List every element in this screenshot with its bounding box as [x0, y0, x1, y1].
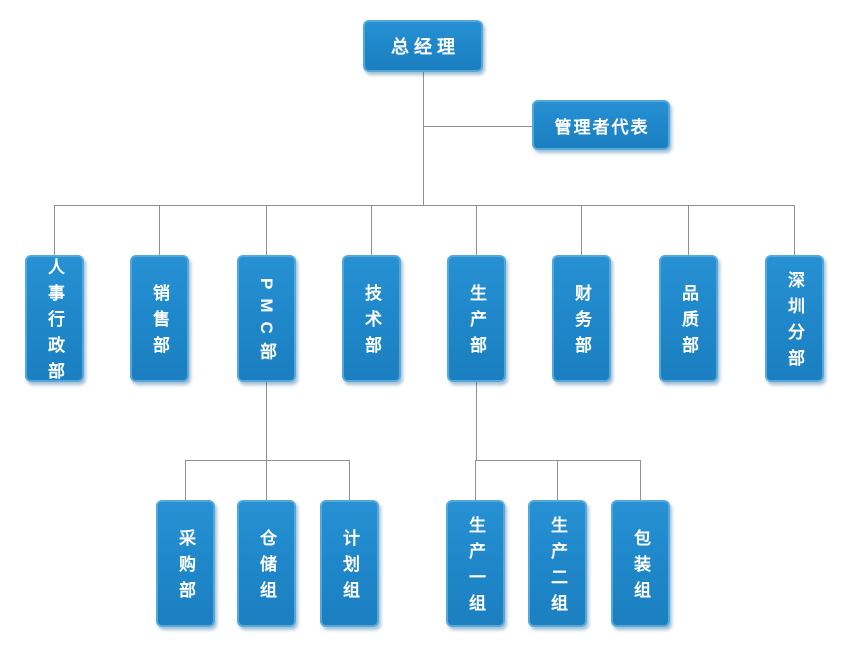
- org-node-hr-admin-dept[interactable]: 人事行政部: [25, 255, 84, 388]
- connector-drop-purchasing: [185, 460, 186, 500]
- connector-drop-sales: [159, 205, 160, 255]
- org-node-production-group-2[interactable]: 生产二组: [528, 500, 587, 627]
- org-node-label: 财务部: [572, 284, 591, 362]
- connector-management-rep: [423, 126, 533, 127]
- connector-drop-warehouse: [266, 460, 267, 500]
- connector-drop-production-2: [557, 460, 558, 500]
- org-node-technology-dept[interactable]: 技术部: [342, 255, 401, 382]
- connector-drop-finance: [581, 205, 582, 255]
- org-node-label: 生产部: [467, 284, 486, 362]
- connector-trunk: [423, 72, 424, 205]
- org-node-production-dept[interactable]: 生产部: [447, 255, 506, 382]
- connector-drop-pmc: [266, 205, 267, 255]
- connector-drop-shenzhen: [794, 205, 795, 255]
- org-node-general-manager[interactable]: 总经理: [363, 20, 483, 72]
- org-node-quality-dept[interactable]: 品质部: [659, 255, 718, 382]
- org-node-management-representative[interactable]: 管理者代表: [532, 100, 670, 150]
- org-node-label: 仓储组: [257, 529, 276, 607]
- org-node-planning-group[interactable]: 计划组: [320, 500, 379, 627]
- connector-pmc-bus: [185, 460, 350, 461]
- org-node-warehouse-group[interactable]: 仓储组: [237, 500, 296, 627]
- connector-drop-production: [476, 205, 477, 255]
- org-node-label: 品质部: [679, 284, 698, 362]
- org-node-label: 人事行政部: [45, 258, 64, 388]
- org-node-label: 计划组: [340, 529, 359, 607]
- connector-drop-planning: [349, 460, 350, 500]
- org-node-finance-dept[interactable]: 财务部: [552, 255, 611, 382]
- org-node-label: 包装组: [631, 529, 650, 607]
- org-node-label: 总经理: [391, 37, 460, 57]
- org-node-label: 采购部: [176, 529, 195, 607]
- org-node-label: 深圳分部: [785, 271, 804, 375]
- connector-production-stem: [476, 382, 477, 460]
- connector-drop-hr-admin: [54, 205, 55, 255]
- org-node-sales-dept[interactable]: 销售部: [130, 255, 189, 382]
- org-node-label: 技术部: [362, 284, 381, 362]
- org-node-pmc-dept[interactable]: PMC部: [237, 255, 296, 382]
- connector-drop-quality: [688, 205, 689, 255]
- connector-drop-packaging: [640, 460, 641, 500]
- connector-departments-bus: [54, 205, 795, 206]
- org-node-label: 销售部: [150, 284, 169, 362]
- connector-drop-production-1: [475, 460, 476, 500]
- org-node-label: PMC部: [257, 277, 276, 369]
- connector-pmc-stem: [266, 382, 267, 460]
- org-node-packaging-group[interactable]: 包装组: [611, 500, 670, 627]
- connector-production-bus: [475, 460, 641, 461]
- org-node-label: 管理者代表: [554, 117, 650, 137]
- connector-drop-technology: [371, 205, 372, 255]
- org-node-label: 生产二组: [548, 516, 567, 620]
- org-node-purchasing-dept[interactable]: 采购部: [156, 500, 215, 627]
- org-node-shenzhen-branch[interactable]: 深圳分部: [765, 255, 824, 382]
- org-node-production-group-1[interactable]: 生产一组: [446, 500, 505, 627]
- org-node-label: 生产一组: [466, 516, 485, 620]
